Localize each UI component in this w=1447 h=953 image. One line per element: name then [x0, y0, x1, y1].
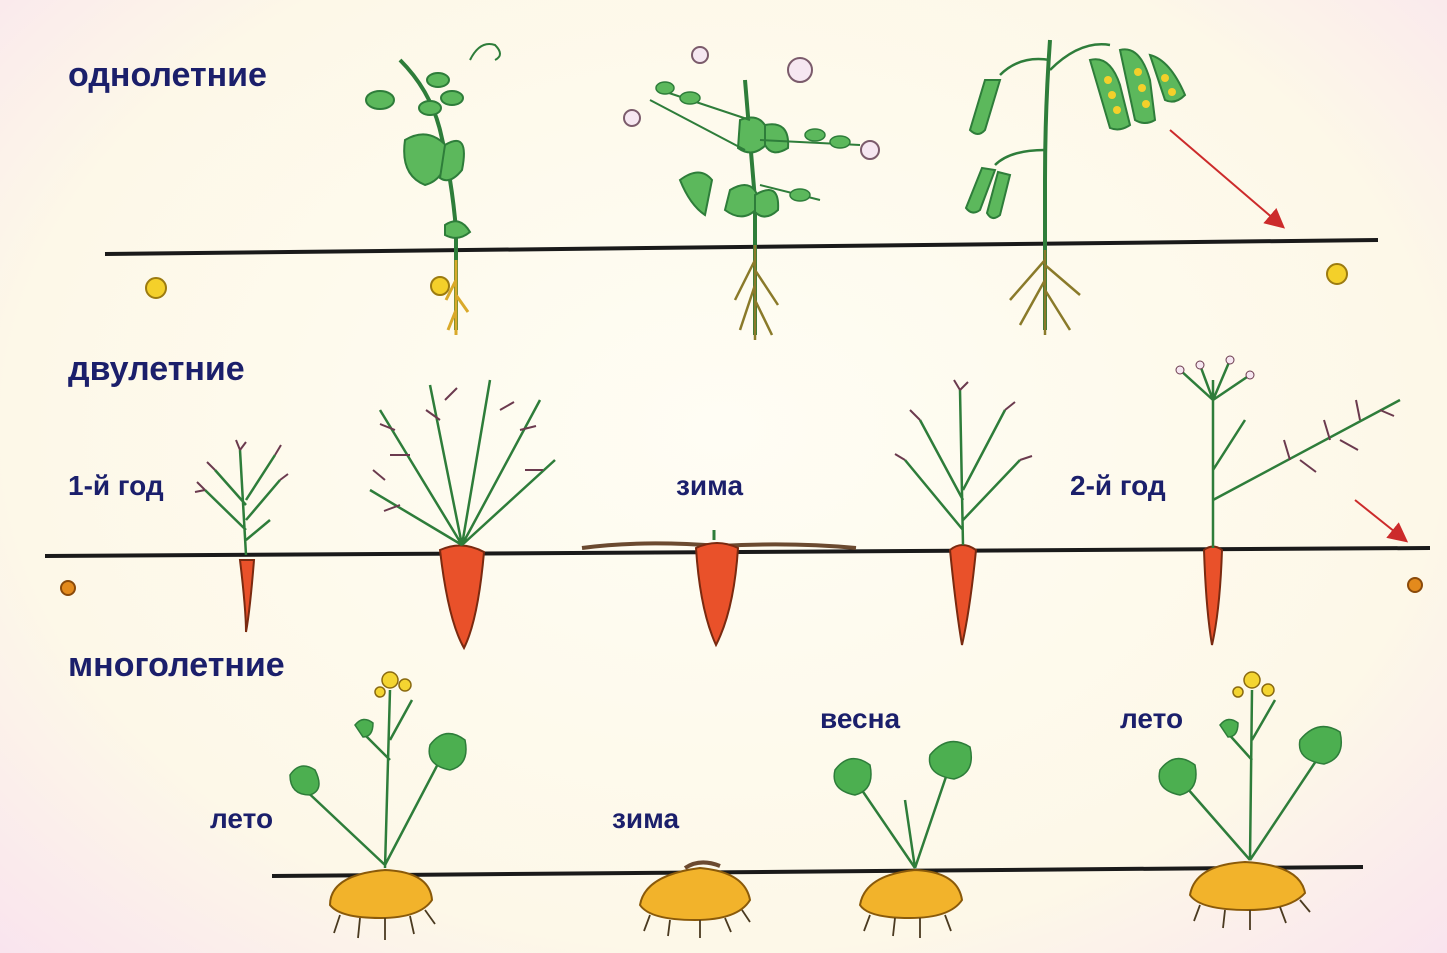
label-winter-biennial: зима: [676, 472, 743, 500]
pea-fruiting-plant: [966, 40, 1185, 335]
label-first-year: 1-й год: [68, 472, 164, 500]
buttercup-summer-1: [290, 672, 466, 940]
pea-seed-new: [1327, 264, 1347, 284]
label-summer-perennial-1: лето: [210, 805, 273, 833]
perennial-row-title: многолетние: [68, 648, 285, 682]
label-second-year: 2-й год: [1070, 472, 1166, 500]
label-summer-perennial-2: лето: [1120, 705, 1183, 733]
seed-dispersal-arrow-biennial: [1355, 500, 1405, 540]
buttercup-spring: [834, 742, 971, 938]
seed-dispersal-arrow-annual: [1170, 130, 1282, 226]
carrot-first-year-young: [195, 440, 288, 632]
buttercup-summer-2: [1159, 672, 1341, 930]
carrot-first-year-mature: [370, 380, 555, 648]
pea-seedling: [366, 44, 500, 335]
carrot-second-year-spring: [895, 380, 1032, 645]
carrot-seed: [61, 581, 75, 595]
label-spring-perennial: весна: [820, 705, 900, 733]
ground-line-annual: [105, 240, 1378, 254]
carrot-second-year-flowering: [1176, 356, 1400, 645]
carrot-winter: [582, 530, 856, 645]
biennial-row-title: двулетние: [68, 352, 245, 386]
pea-flowering-plant: [624, 47, 879, 340]
ground-line-perennial: [272, 867, 1363, 876]
pea-seed: [146, 278, 166, 298]
carrot-seed-new: [1408, 578, 1422, 592]
label-winter-perennial: зима: [612, 805, 679, 833]
annual-row-title: однолетние: [68, 58, 267, 92]
